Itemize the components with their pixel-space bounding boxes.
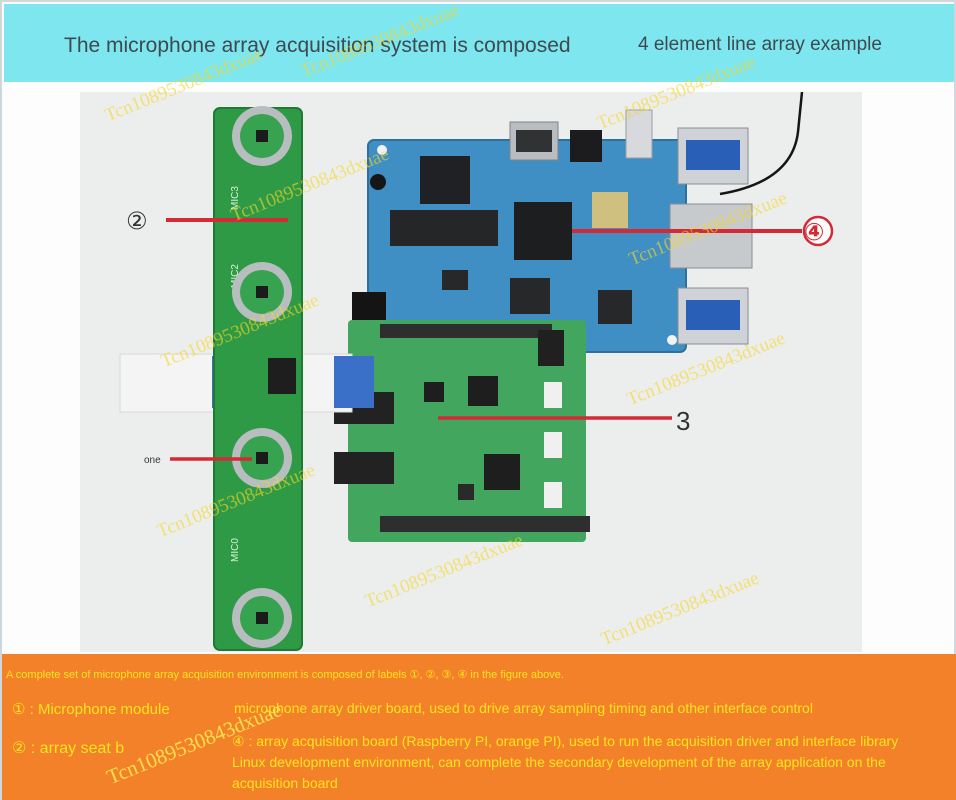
description-panel: A complete set of microphone array acqui… — [2, 654, 956, 800]
callout-two: ② — [126, 207, 148, 235]
microphone-module — [232, 106, 292, 166]
silkscreen-mic-label-1: MIC3 — [230, 186, 241, 210]
legend-item-acquisition-board: ④ : array acquisition board (Raspberry P… — [232, 733, 899, 791]
legend-item-microphone-module: ① : Microphone module — [12, 701, 170, 718]
legend-item-array-seat: ② : array seat b — [12, 740, 125, 757]
badge-four-circle — [802, 215, 834, 247]
callout-three: 3 — [676, 406, 690, 436]
product-photo: MIC3 MIC2 MIC0 — [80, 92, 862, 652]
antenna-cable — [719, 92, 804, 196]
callout-four: ④ — [804, 218, 824, 246]
driver-board — [334, 320, 590, 542]
silkscreen-mic-label-2: MIC2 — [230, 264, 241, 288]
acquisition-board — [352, 109, 753, 353]
description-intro: A complete set of microphone array acqui… — [6, 669, 564, 681]
microphone-module — [232, 262, 292, 322]
microphone-module — [232, 428, 292, 488]
page-subtitle: 4 element line array example — [638, 34, 882, 55]
page-title: The microphone array acquisition system … — [64, 34, 571, 57]
microphone-module — [232, 588, 292, 648]
callout-one: one — [144, 455, 161, 466]
silkscreen-mic-label-3: MIC0 — [230, 538, 241, 562]
header-banner: The microphone array acquisition system … — [4, 4, 954, 82]
legend-item-driver-board: microphone array driver board, used to d… — [234, 700, 813, 716]
microphone-array-strip: MIC3 MIC2 MIC0 — [213, 107, 303, 651]
